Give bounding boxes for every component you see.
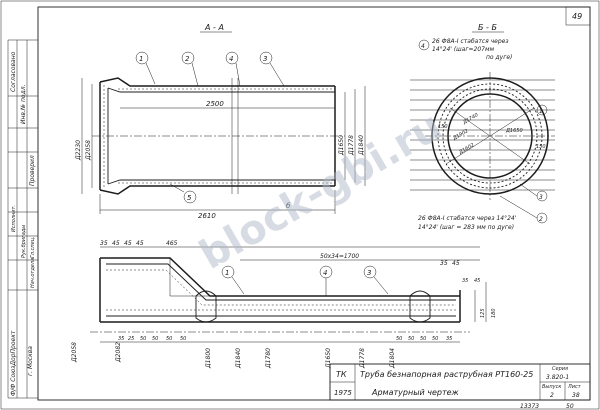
left-strip-row-5: Нач.отдела [30,258,36,288]
long-diam-1: Д2058 [71,342,78,363]
callout-2: 2 [185,55,190,63]
long-bottom-dim-5: 50 [166,336,172,342]
title-issue-label: Выпуск [542,384,561,390]
long-top-dim-2: 45 [112,240,120,247]
long-bottom-dim-2: 25 [128,336,134,342]
long-top-dim-3: 45 [124,240,132,247]
section-bb-note-top-2: 14°24' (шаг=207мм [432,46,494,53]
title-year: 1975 [334,389,352,397]
section-aa: А - А 1 2 4 3 5 [75,23,366,220]
long-diam-6: Д1650 [325,348,332,369]
dim-d-left-outer: Д2230 [75,140,82,161]
section-bb-note-top-1: 26 Ф8А-I стабатся через [432,38,509,45]
long-bottom-dim-3: 50 [140,336,146,342]
sheet-inner-frame [37,6,591,401]
long-diam-7: Д1778 [359,348,366,369]
long-right-dim-4: 180 [491,308,497,318]
long-callout-3: 3 [367,269,371,277]
title-issue-value: 2 [550,392,554,399]
page-number-box [565,6,591,26]
section-bb-callout-3: 3 [539,194,543,201]
section-bb-callout-2: 2 [539,216,543,223]
long-bottom-dim-8: 50 [408,336,414,342]
long-diam-8: Д1804 [389,348,396,369]
section-bb-label-4: Д1650 [505,128,523,134]
long-bottom-dim-7: 50 [396,336,402,342]
title-subtitle: Арматурный чертеж [371,388,460,397]
title-series-label: Серия [552,366,568,372]
dim-small-b: б [286,202,291,210]
title-code: ТК [336,370,347,379]
left-strip-approval: Согласовано [10,51,17,92]
long-diam-3: Д1800 [205,348,212,369]
title-sheet-label: Лист [567,384,582,390]
section-bb-note-top-3: по дуге) [486,54,512,61]
section-aa-title: А - А [204,23,224,32]
title-main: Труба безнапорная раструбная РТ160-25 [360,370,533,379]
section-bb-note-bottom-2: 14°24' (шаг = 283 мм по дуге) [418,224,514,231]
section-bb-label-3: Д1602 [457,142,475,156]
format-mark: 50 [566,403,574,410]
dim-inner-length: 2500 [206,100,224,108]
long-right-dim-1: 35 [462,278,468,284]
long-top-dim-8: 45 [452,260,460,267]
section-bb-label-1: Д1740 [461,112,479,126]
left-strip-org: Ф/Ф СоюзДорПроект [10,330,17,396]
title-series-value: 3.820-1 [546,374,569,381]
long-bottom-dim-10: 50 [432,336,438,342]
page-number: 49 [572,12,582,21]
long-diam-5: Д1780 [265,348,272,369]
pipe-outline-bottom [99,185,335,195]
section-bb-label-5: 150 [438,124,448,130]
long-bottom-dim-11: 35 [446,336,452,342]
callout-1: 1 [139,55,143,63]
long-right-dim-3: 125 [480,308,486,318]
callout-4: 4 [229,55,233,63]
long-right-dim-2: 45 [474,278,480,284]
section-bb-note-bottom-1: 26 Ф8А-I стабатся через 14°24' [418,215,517,222]
left-strip-row-1: Проверил [29,155,36,186]
dim-d-right-3: Д1840 [358,135,365,156]
section-bb-callout-1: 1 [539,108,543,115]
pipe-outline-top [99,77,335,87]
section-aa-callouts: 1 2 4 3 5 [135,51,285,204]
long-top-dim-1: 35 [100,240,108,247]
section-bb: Б - Б 4 26 Ф8А-I стабатся через 14°24' (… [410,23,555,231]
long-bottom-dim-1: 35 [118,336,124,342]
title-block: ТК 1975 Труба безнапорная раструбная РТ1… [329,363,591,401]
left-strip-row-3: Рук.бригады [21,225,27,258]
dim-d-right-1: Д1650 [338,135,345,156]
left-info-strip: Согласовано Инв.№ подл. Проверил Исполни… [7,39,38,399]
dim-d-left-inner: Д2058 [85,140,92,161]
long-top-dim-6: 50х34=1700 [320,253,359,260]
long-diam-4: Д1840 [235,348,242,369]
long-top-dim-5: 465 [166,240,178,247]
long-bottom-dim-9: 50 [420,336,426,342]
left-strip-row-2: Исполнит. [11,205,17,232]
callout-5: 5 [187,194,192,202]
long-callout-4: 4 [323,269,327,277]
long-bottom-dim-6: 50 [180,336,186,342]
section-bb-callout-4: 4 [421,43,425,50]
section-bb-title: Б - Б [478,23,497,32]
sheet-id: 13373 [520,403,539,410]
long-diam-2: Д2082 [115,342,122,363]
callout-3: 3 [263,55,267,63]
longitudinal-view: 35 45 45 45 465 50х34=1700 35 45 1 4 3 [71,240,497,369]
title-sheet-value: 38 [572,392,580,399]
long-callout-1: 1 [225,269,229,277]
dim-overall-length: 2610 [198,212,216,220]
long-bottom-dim-4: 50 [152,336,158,342]
section-bb-label-6: 150 [536,144,546,150]
dim-d-right-2: Д1778 [348,135,355,156]
left-strip-row-4: Гл.спец. [30,236,36,258]
left-strip-city: г. Москва [27,346,34,376]
long-top-dim-7: 35 [440,260,448,267]
long-top-dim-4: 45 [136,240,144,247]
left-strip-inv: Инв.№ подл. [20,84,27,124]
